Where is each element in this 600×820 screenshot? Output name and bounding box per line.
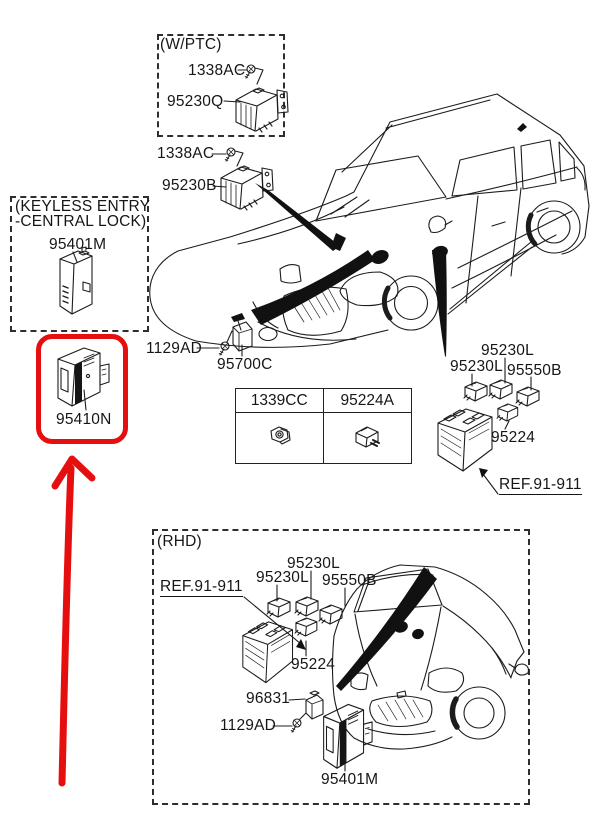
part-label-1129ad-2: 1129AD (220, 717, 277, 734)
bolt-1129ad-1-icon (218, 341, 230, 356)
fusebox-drawing-lhd (437, 408, 493, 472)
wptc-title: (W/PTC) (160, 36, 222, 53)
ref-label-lhd: REF.91-911 (499, 476, 582, 496)
ref-arrowhead-lhd (479, 468, 488, 478)
sensor-95700c-drawing (231, 313, 253, 352)
part-label-95401m-1: 95401M (49, 236, 107, 253)
part-label-96831: 96831 (246, 690, 291, 707)
part-label-95550b-2: 95550B (322, 572, 377, 589)
table-header-1339cc: 1339CC (236, 389, 324, 413)
table-header-95224a: 95224A (323, 389, 411, 413)
relay-95550b-drawing (515, 386, 540, 407)
relay-95230l-top-drawing (488, 379, 513, 400)
relay-95230b-drawing (220, 165, 274, 211)
part-label-95401m-2: 95401M (321, 771, 379, 788)
part-label-95700c: 95700C (217, 356, 273, 373)
arrow-sensor-to-dash (251, 250, 375, 325)
arrow-relay-to-cowl (255, 183, 340, 251)
part-label-95410n: 95410N (56, 411, 112, 428)
part-label-95230l-top: 95230L (481, 342, 534, 359)
relay-95230l-left-drawing (463, 381, 488, 402)
relay-95224-drawing (496, 403, 519, 422)
part-label-95230b: 95230B (162, 177, 217, 194)
table-cell-relay (324, 413, 412, 463)
keyless-title-line2: -CENTRAL LOCK) (15, 213, 147, 230)
ref-arrow-lhd (482, 473, 499, 495)
bolt-1338ac-2-icon (224, 147, 236, 162)
part-label-1338ac-1: 1338AC (188, 62, 246, 79)
table-cell-nut (236, 413, 324, 463)
part-label-1338ac-2: 1338AC (157, 145, 215, 162)
ref-label-rhd: REF.91-911 (160, 578, 243, 598)
fastener-table: 1339CC 95224A (235, 388, 412, 464)
mount-location-markers (331, 233, 448, 264)
part-label-95224-2: 95224 (291, 656, 336, 673)
arrow-dash-to-relays (432, 249, 447, 357)
part-label-1129ad-1: 1129AD (146, 340, 203, 357)
rhd-group-box (152, 529, 530, 805)
red-highlight-arrow (51, 455, 96, 787)
rhd-title: (RHD) (157, 533, 202, 550)
part-label-95230l-rhd-left: 95230L (256, 569, 309, 586)
part-label-95550b-1: 95550B (507, 362, 562, 379)
part-label-95230l-left: 95230L (450, 358, 503, 375)
part-label-95230q: 95230Q (167, 93, 224, 110)
part-label-95224-1: 95224 (491, 429, 536, 446)
